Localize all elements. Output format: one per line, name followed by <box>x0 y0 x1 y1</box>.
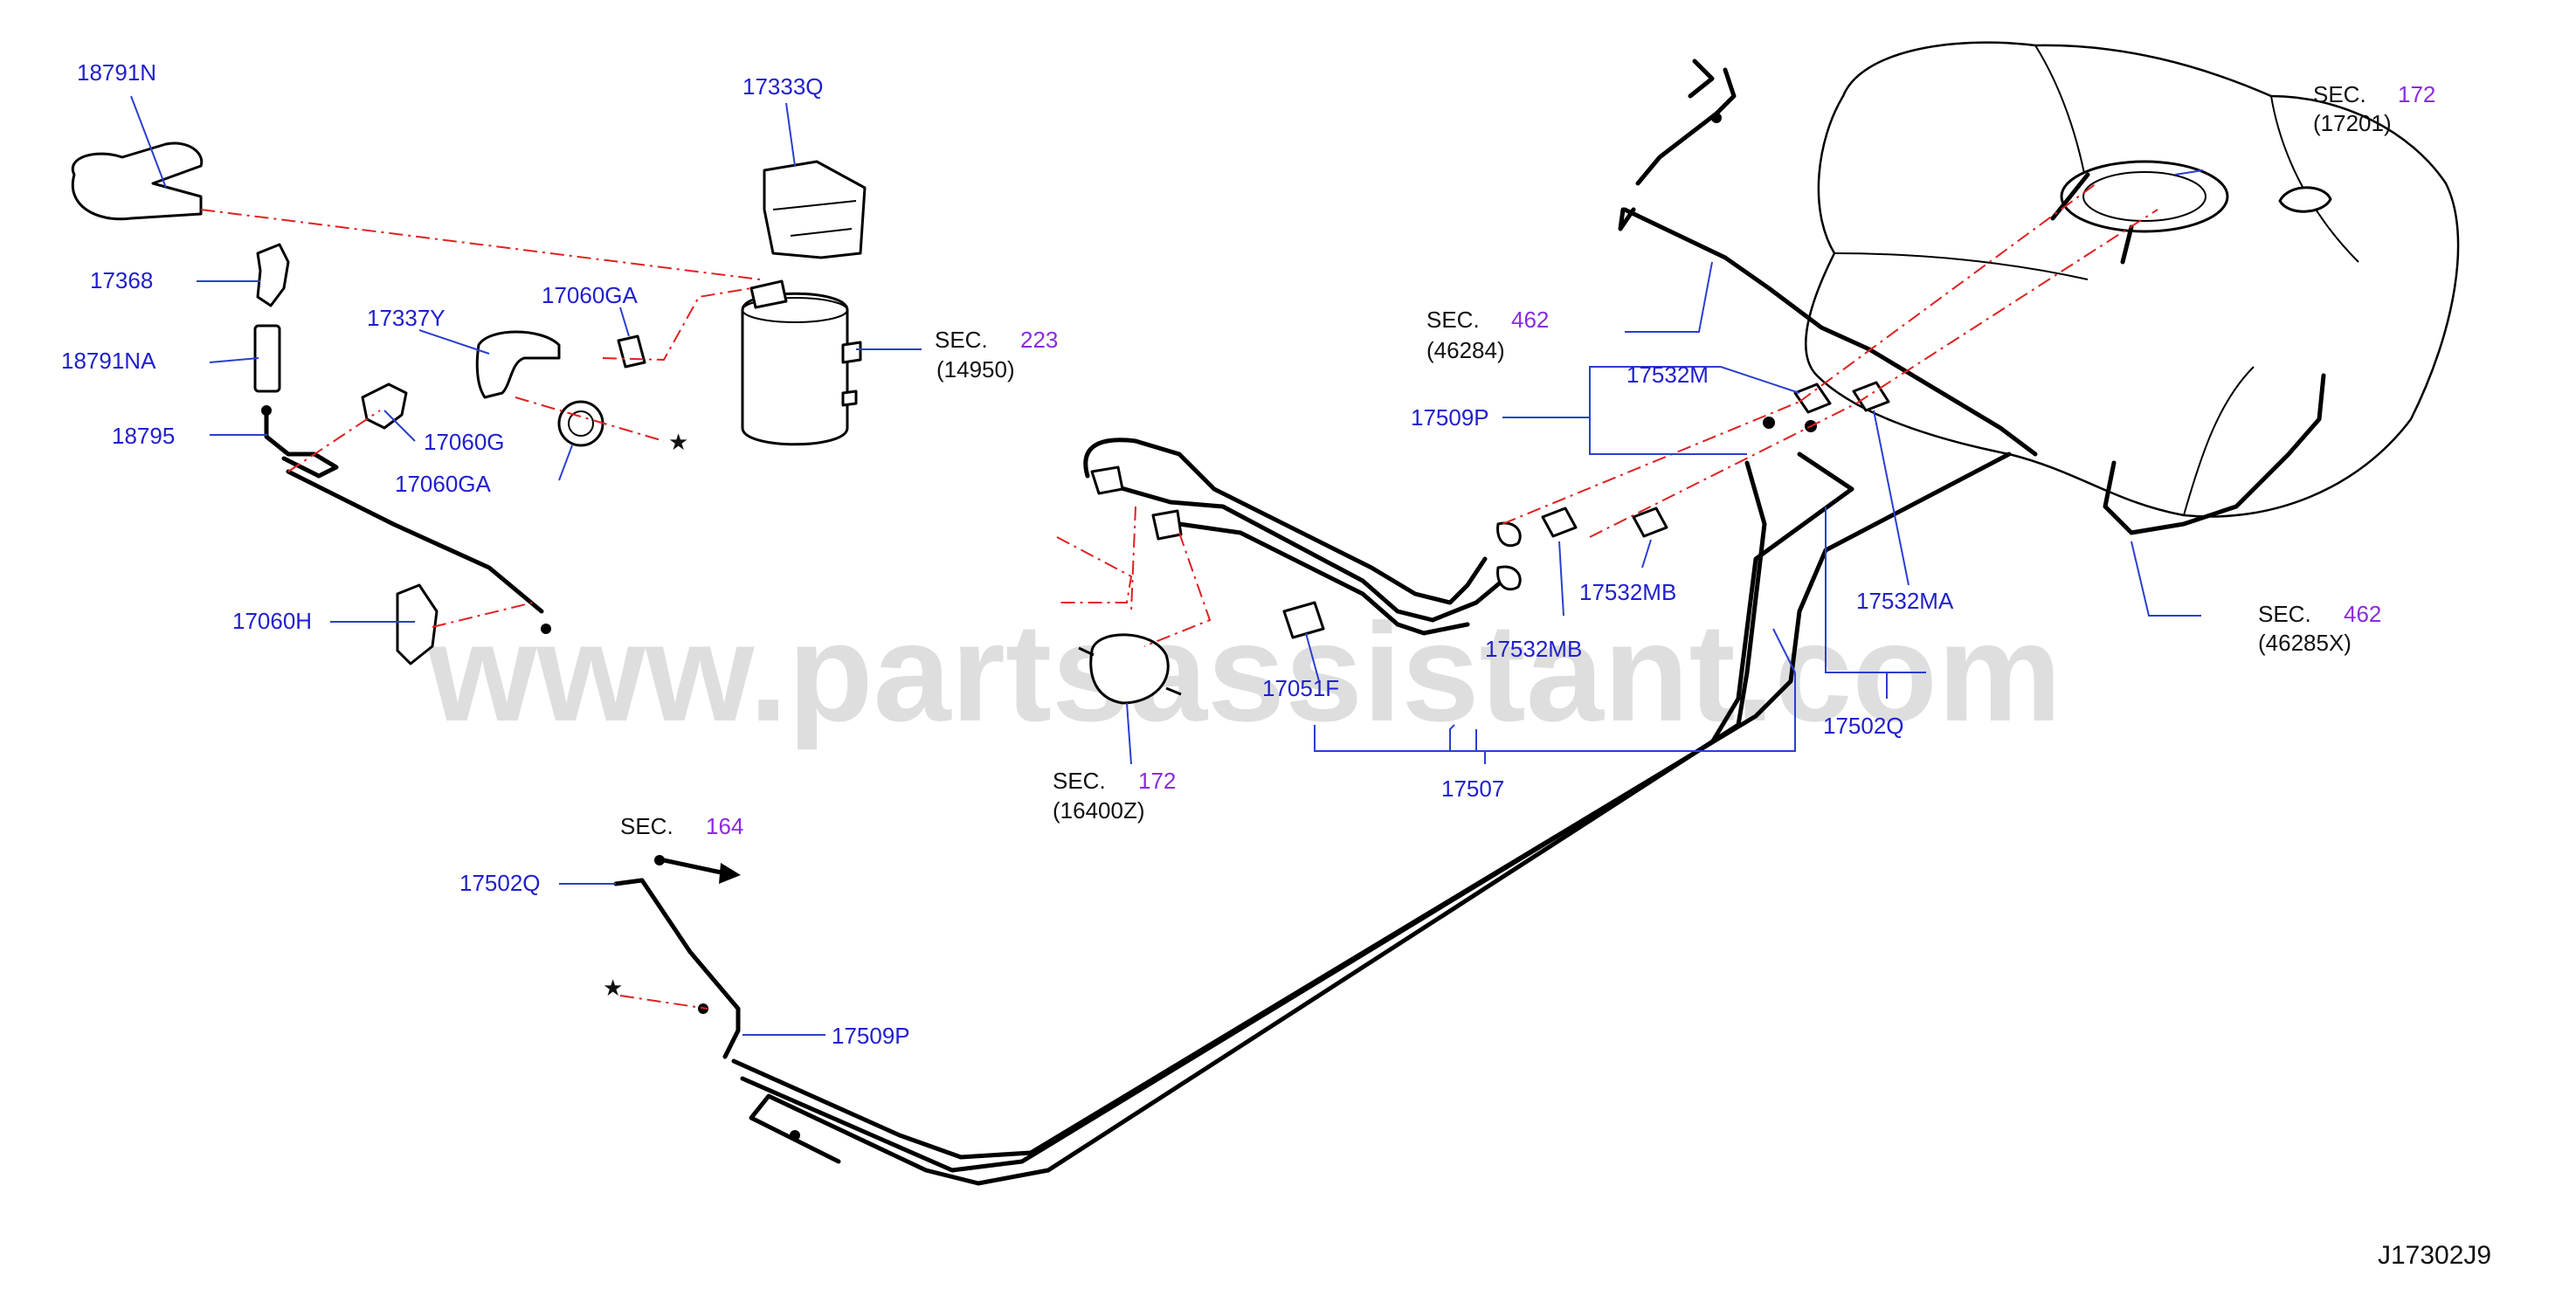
fuel-line-front-1[interactable] <box>1083 438 1488 605</box>
bracket-17502Q-rear[interactable] <box>613 878 741 1059</box>
vent-tube[interactable] <box>286 469 544 614</box>
svg-text:172: 172 <box>1138 768 1176 794</box>
svg-text:223: 223 <box>1020 327 1058 353</box>
retainer-17532MB-right[interactable] <box>1632 507 1668 538</box>
svg-text:SEC.: SEC. <box>935 327 988 353</box>
sec-ref-172-tank[interactable]: SEC. 172 (17201) <box>2313 81 2435 136</box>
retainer-17532MB-left[interactable] <box>1541 507 1578 538</box>
fuel-line-front-2[interactable] <box>1107 482 1505 623</box>
label-17060H[interactable]: 17060H <box>232 608 312 634</box>
fuel-tank[interactable] <box>1805 41 2460 518</box>
clamp-17060GA-bottom[interactable] <box>557 400 604 447</box>
label-17051F[interactable]: 17051F <box>1262 675 1339 701</box>
svg-text:SEC.: SEC. <box>620 813 673 839</box>
front-connector-2[interactable] <box>1151 509 1183 541</box>
svg-text:(17201): (17201) <box>2313 110 2392 136</box>
star-marker-rear: ★ <box>603 975 623 1001</box>
sec-ref-164[interactable]: SEC. 164 <box>620 813 743 839</box>
front-connector-1[interactable] <box>1090 465 1124 495</box>
canister-bracket-17333Q[interactable] <box>763 160 867 259</box>
sec-ref-462-bottom[interactable]: SEC. 462 (46285X) <box>2258 601 2381 656</box>
svg-text:SEC.: SEC. <box>2258 601 2311 627</box>
label-17509P-top[interactable]: 17509P <box>1411 404 1489 431</box>
sec-ref-223[interactable]: SEC. 223 (14950) <box>935 327 1058 383</box>
sec-ref-172-filter[interactable]: SEC. 172 (16400Z) <box>1053 768 1176 824</box>
label-17337Y[interactable]: 17337Y <box>367 305 445 331</box>
label-18791N[interactable]: 18791N <box>77 59 156 86</box>
svg-text:462: 462 <box>1511 307 1549 333</box>
label-17060G[interactable]: 17060G <box>424 429 505 455</box>
label-17507[interactable]: 17507 <box>1441 776 1504 802</box>
fuel-line-main-3[interactable] <box>731 452 2012 1160</box>
svg-text:(46284): (46284) <box>1426 337 1505 363</box>
label-17060GA-bottom[interactable]: 17060GA <box>395 471 492 497</box>
hose-18791N[interactable] <box>71 141 204 221</box>
sec-ref-462-top[interactable]: SEC. 462 (46284) <box>1426 307 1549 363</box>
front-connector-4[interactable] <box>1496 565 1522 591</box>
front-connector-3[interactable] <box>1496 521 1522 548</box>
diagram-code: J17302J9 <box>2378 1241 2491 1270</box>
svg-text:462: 462 <box>2344 601 2381 627</box>
label-17502Q-left[interactable]: 17502Q <box>459 870 541 896</box>
retainer-17532MA[interactable] <box>1852 381 1890 412</box>
svg-text:SEC.: SEC. <box>2313 81 2366 107</box>
connector-17051F[interactable] <box>1282 601 1325 639</box>
evap-canister[interactable] <box>741 279 862 446</box>
svg-text:172: 172 <box>2398 81 2435 107</box>
svg-text:SEC.: SEC. <box>1053 768 1106 794</box>
svg-text:(14950): (14950) <box>936 356 1015 383</box>
watermark: www.partsassistant.com <box>427 594 2061 750</box>
tank-strap-rear[interactable] <box>2103 373 2326 535</box>
label-17532M[interactable]: 17532M <box>1626 362 1709 388</box>
label-17333Q[interactable]: 17333Q <box>742 73 824 100</box>
tank-filler-neck <box>2278 186 2332 213</box>
label-17060GA-top[interactable]: 17060GA <box>542 282 639 308</box>
retainer-17532M[interactable] <box>1793 383 1832 414</box>
fuel-line-front-3[interactable] <box>1177 521 1470 636</box>
label-17502Q-right[interactable]: 17502Q <box>1823 713 1904 739</box>
label-17532MB-right[interactable]: 17532MB <box>1579 579 1676 605</box>
hose-18791NA[interactable] <box>253 324 281 393</box>
check-valve-17368[interactable] <box>256 243 290 307</box>
strap-front-end <box>1618 207 1636 231</box>
strap-hook <box>1688 59 1715 99</box>
sec-164-arrow-head <box>719 863 741 884</box>
label-17532MA[interactable]: 17532MA <box>1856 588 1954 614</box>
star-marker-canister: ★ <box>668 429 688 455</box>
fuel-line-main-1[interactable] <box>749 460 1767 1186</box>
strap-bracket-top <box>1635 67 1737 186</box>
tank-strap-front[interactable] <box>1622 207 2038 457</box>
fuel-line-main-2[interactable] <box>740 452 1854 1173</box>
svg-text:164: 164 <box>706 813 743 839</box>
fuel-filter[interactable] <box>1089 633 1170 705</box>
tube-18795[interactable] <box>264 406 339 479</box>
hose-17337Y[interactable] <box>475 330 561 399</box>
label-17368[interactable]: 17368 <box>90 267 153 293</box>
svg-text:(16400Z): (16400Z) <box>1053 797 1145 824</box>
svg-text:(46285X): (46285X) <box>2258 630 2352 656</box>
clip-17060H[interactable] <box>396 583 439 665</box>
svg-text:SEC.: SEC. <box>1426 307 1480 333</box>
label-18791NA[interactable]: 18791NA <box>61 348 156 374</box>
label-18795[interactable]: 18795 <box>112 423 175 449</box>
label-17509P-bottom[interactable]: 17509P <box>832 1023 910 1049</box>
clamp-17060GA-top[interactable] <box>617 334 646 369</box>
sec-164-arrow-line <box>661 858 728 876</box>
label-17532MB-left[interactable]: 17532MB <box>1485 636 1582 662</box>
clamp-17060G[interactable] <box>361 383 408 430</box>
